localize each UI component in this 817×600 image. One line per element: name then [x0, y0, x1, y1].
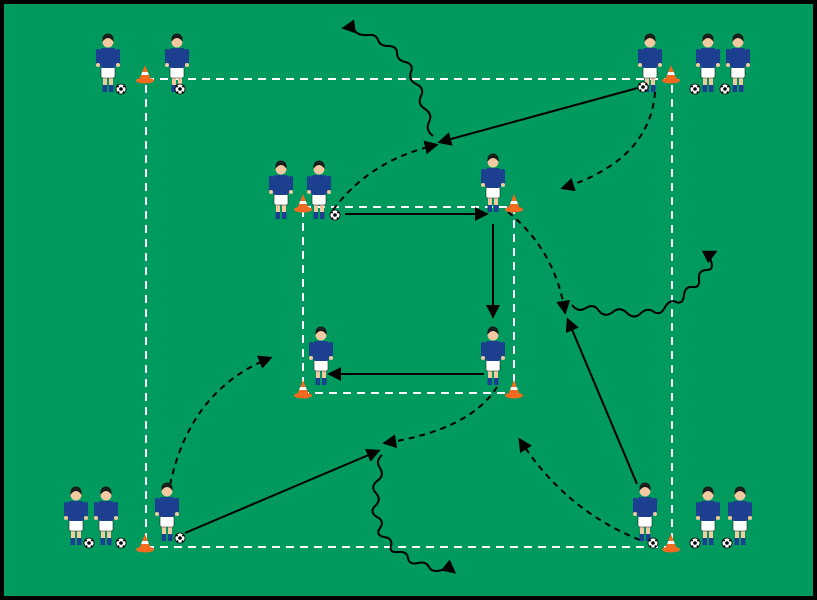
ball-icon — [115, 537, 127, 549]
run-arrow — [382, 386, 498, 449]
ball-icon — [174, 532, 186, 544]
run-arrow — [518, 437, 641, 541]
ball-icon — [689, 83, 701, 95]
dribble-arrow — [571, 250, 718, 318]
inner-square-boundary — [302, 206, 515, 394]
ball-icon — [647, 537, 659, 549]
outer-square-boundary — [145, 78, 673, 548]
ball-icon — [174, 83, 186, 95]
ball-icon — [689, 537, 701, 549]
pass-arrow — [184, 448, 381, 534]
dribble-arrow — [341, 19, 434, 137]
pass-arrow — [565, 317, 638, 485]
ball-icon — [719, 83, 731, 95]
run-arrow — [507, 211, 571, 315]
run-arrow — [332, 140, 439, 211]
run-arrow — [560, 91, 656, 192]
dribble-arrow — [371, 454, 457, 574]
ball-icon — [115, 83, 127, 95]
ball-icon — [83, 537, 95, 549]
ball-icon — [329, 209, 341, 221]
ball-icon — [721, 537, 733, 549]
ball-icon — [637, 81, 649, 93]
run-arrow — [169, 355, 273, 486]
pass-arrow — [437, 85, 646, 146]
